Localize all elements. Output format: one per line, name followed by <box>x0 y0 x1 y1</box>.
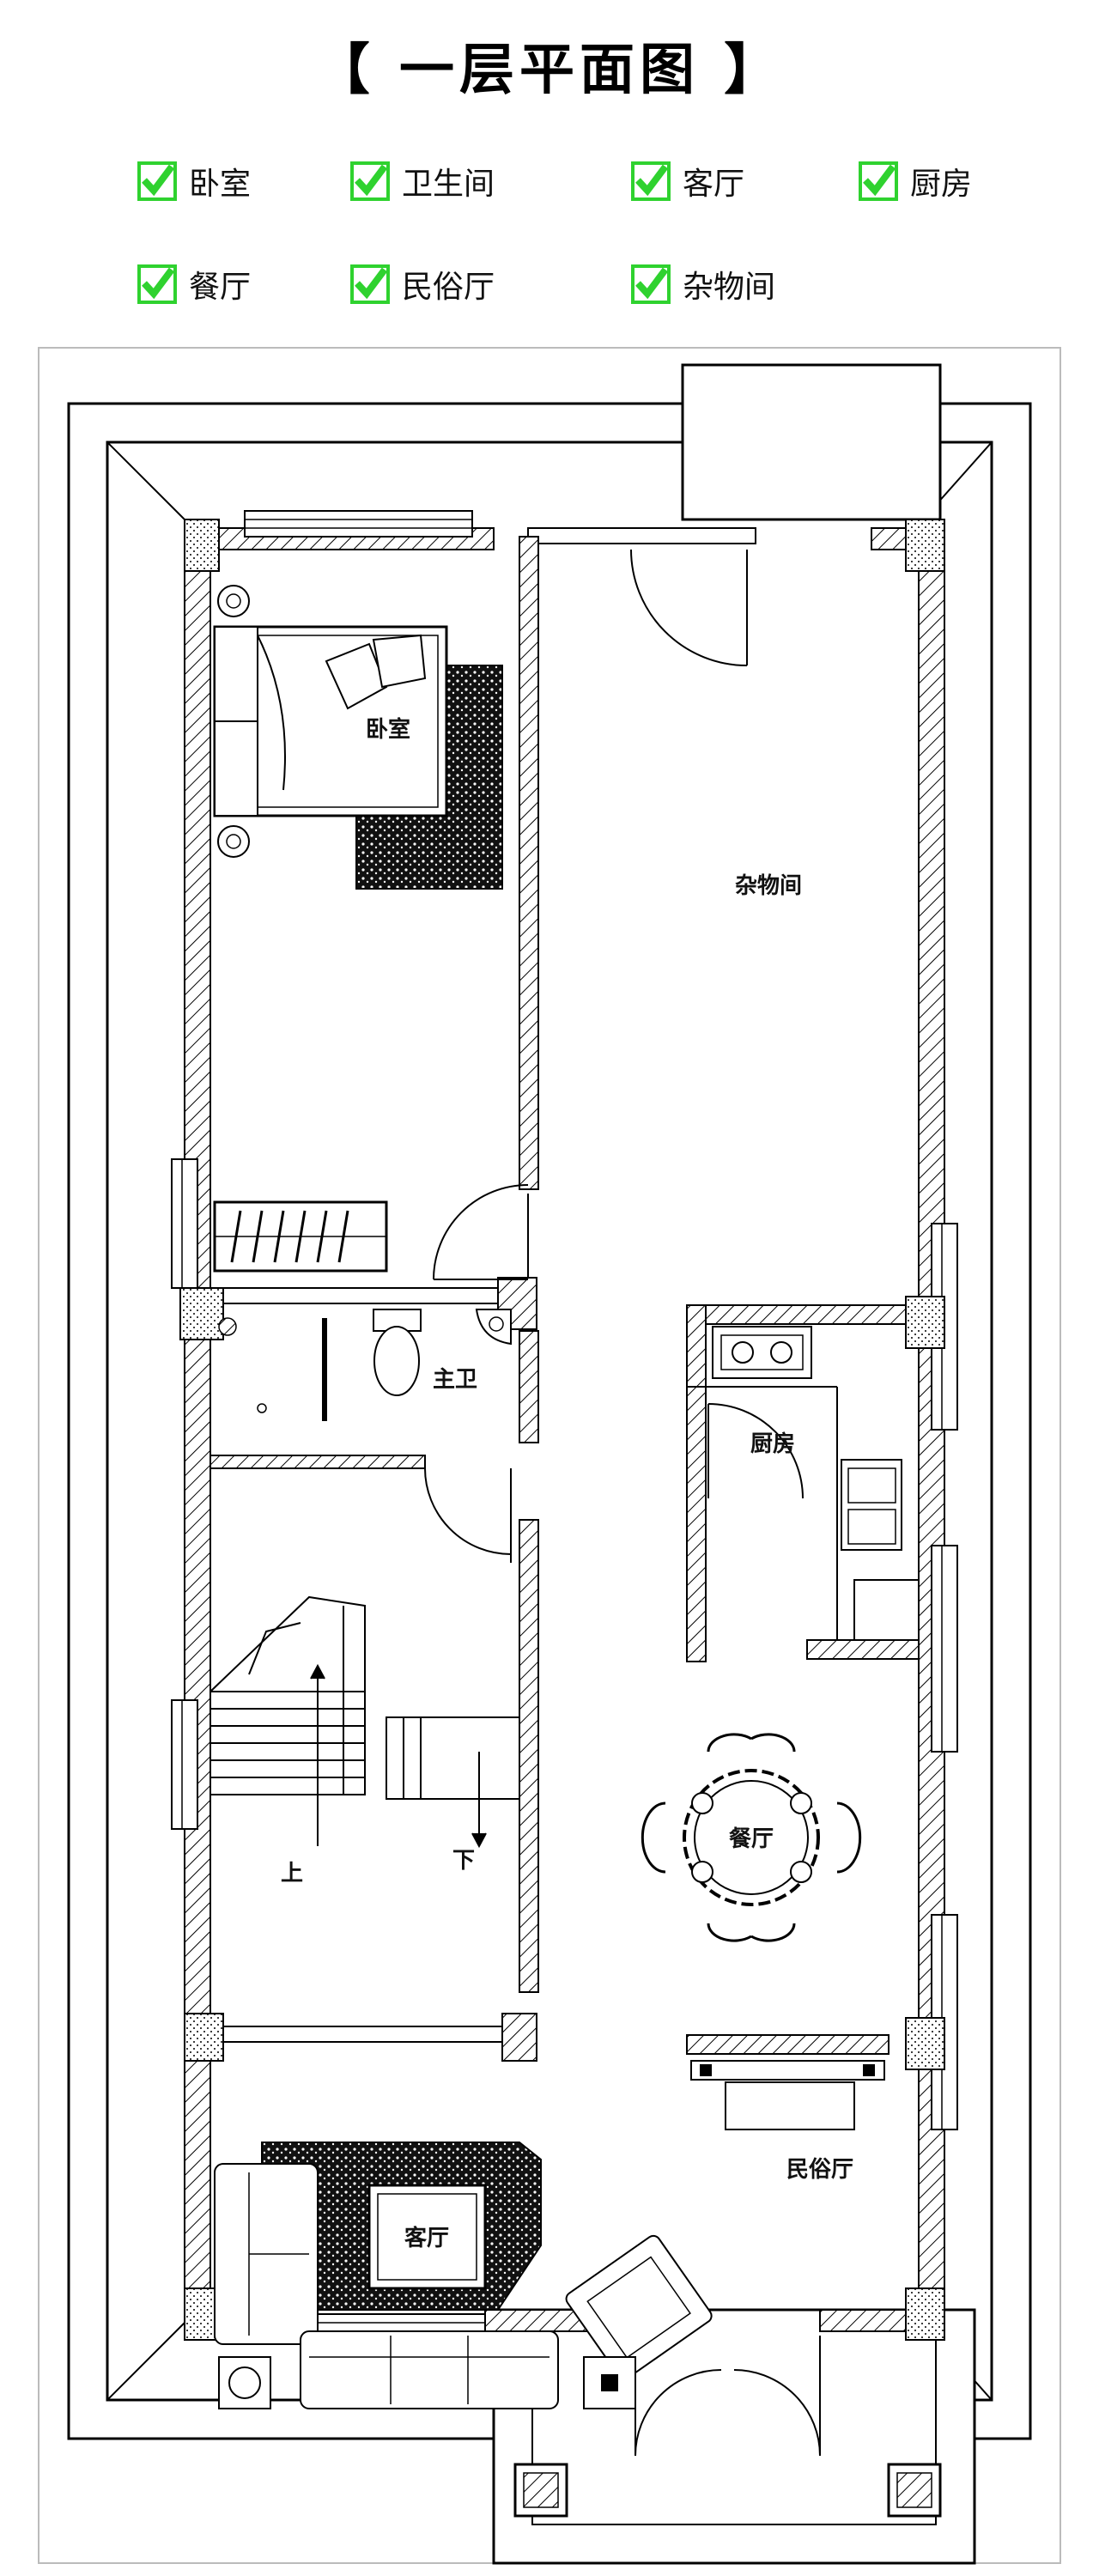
legend-label: 客厅 <box>683 167 745 202</box>
legend-item-folk-hall: 民俗厅 <box>350 262 495 307</box>
living-room-furniture <box>214 2142 713 2409</box>
legend-label: 民俗厅 <box>402 270 495 305</box>
floor-plan-drawing: 卧室 杂物间 主卫 厨房 餐厅 民俗厅 客厅 上 下 <box>38 347 1061 2565</box>
legend-item-living: 客厅 <box>631 159 744 204</box>
dining-table-set <box>641 1733 862 1942</box>
stairs-down-label: 下 <box>452 1848 475 1874</box>
legend-item-bedroom: 卧室 <box>137 159 251 204</box>
legend-label: 厨房 <box>910 167 973 202</box>
floor-plan: 卧室 杂物间 主卫 厨房 餐厅 民俗厅 客厅 上 下 <box>34 343 1065 2567</box>
checkmark-icon <box>350 264 390 304</box>
room-label-kitchen: 厨房 <box>750 1431 795 1457</box>
checkmark-icon <box>137 161 177 201</box>
room-label-living: 客厅 <box>404 2225 449 2251</box>
bed <box>213 585 503 890</box>
folk-hall-console <box>690 2060 885 2130</box>
bathroom-fixtures <box>218 1309 512 1421</box>
legend-label: 卫生间 <box>402 167 495 202</box>
legend-label: 餐厅 <box>189 270 252 305</box>
staircase <box>209 1595 520 1849</box>
room-label-storage: 杂物间 <box>735 873 802 899</box>
wardrobe <box>213 1200 388 1273</box>
checkmark-icon <box>350 161 390 201</box>
plan-frame <box>38 347 1061 2565</box>
doors <box>424 549 821 2457</box>
checkmark-icon <box>631 264 671 304</box>
porch-posts <box>513 2463 942 2518</box>
legend-label: 杂物间 <box>683 270 776 305</box>
page-title: 【 一层平面图 】 <box>314 39 785 102</box>
legend-item-storage: 杂物间 <box>631 262 775 307</box>
checkmark-icon <box>859 161 898 201</box>
room-label-bedroom: 卧室 <box>366 716 410 743</box>
interior-walls <box>179 536 945 2070</box>
legend-label: 卧室 <box>189 167 252 202</box>
room-label-bathroom: 主卫 <box>433 1367 477 1393</box>
room-legend: 卧室 卫生间 客厅 厨房 餐厅 民俗厅 <box>0 0 1099 326</box>
legend-item-bathroom: 卫生间 <box>350 159 495 204</box>
checkmark-icon <box>137 264 177 304</box>
stairs-up-label: 上 <box>281 1861 303 1886</box>
checkmark-icon <box>631 161 671 201</box>
room-label-dining: 餐厅 <box>729 1826 774 1852</box>
legend-item-dining: 餐厅 <box>137 262 251 307</box>
kitchen-fixtures <box>687 1326 920 1641</box>
room-label-folk-hall: 民俗厅 <box>786 2157 853 2183</box>
legend-item-kitchen: 厨房 <box>859 159 972 204</box>
